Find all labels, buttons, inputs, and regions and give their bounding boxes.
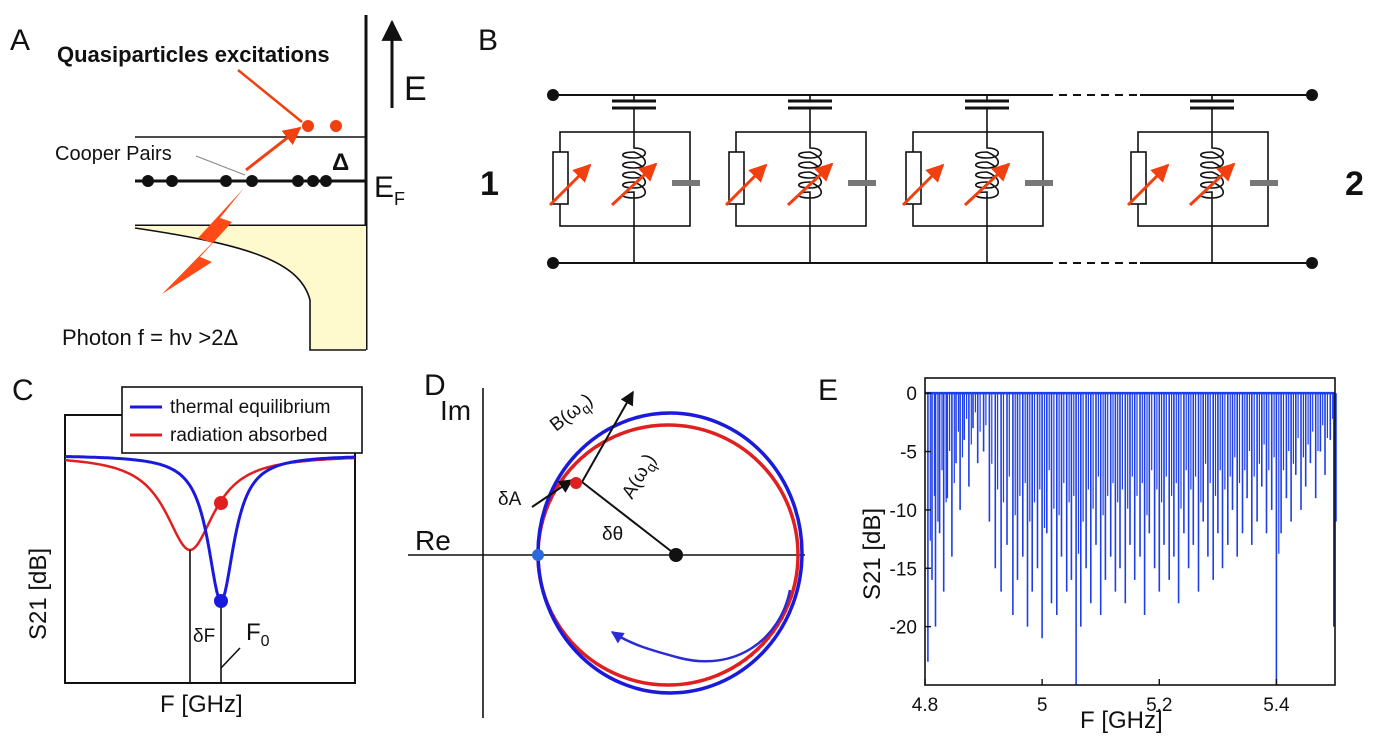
variable-resistor-arrow <box>548 163 592 207</box>
cooper-pairs-label: Cooper Pairs <box>55 143 172 165</box>
terminal-node <box>547 257 559 269</box>
panel-d: D Im Re B(ωq) A(ωq) δA δθ <box>408 369 805 718</box>
frequency-direction-arrow <box>610 589 792 663</box>
terminal-node <box>547 89 559 101</box>
resonator-frame <box>912 131 1044 227</box>
delta-a-pointer <box>531 479 574 508</box>
radiation-phase-point <box>570 477 582 489</box>
delta-theta-label: δθ <box>602 524 623 545</box>
panel-c: C S21 [dB] F [GHz] δF F0 thermal equilib… <box>12 374 363 718</box>
s21-spectrum-chart: 4.8 5 5.2 5.4 0 -5 -10 -15 -20 <box>890 377 1337 716</box>
f0-label: F0 <box>246 619 270 650</box>
y-tick-label: -20 <box>890 618 917 639</box>
quasiparticle-dot <box>302 120 314 132</box>
variable-inductor-arrow <box>1188 162 1236 207</box>
panel-e-ylabel: S21 [dB] <box>859 508 886 600</box>
inductor-coil <box>797 132 823 226</box>
transmission-line-circuit <box>547 89 1318 269</box>
quasiparticle-dot <box>330 120 342 132</box>
re-label: Re <box>415 525 451 556</box>
panel-c-xlabel: F [GHz] <box>160 691 243 718</box>
resonator-frame <box>735 131 867 227</box>
cooper-pairs-pointer <box>195 155 246 176</box>
panel-c-legend: thermal equilibrium radiation absorbed <box>121 386 363 454</box>
resonator-frame <box>1137 131 1269 227</box>
panel-e-axes-frame <box>924 377 1336 686</box>
b-vector <box>581 390 634 483</box>
variable-resistor-arrow <box>901 163 945 207</box>
fermi-label: EF <box>374 171 405 209</box>
equilibrium-phase-point <box>532 549 544 561</box>
quasiparticles-label: Quasiparticles excitations <box>57 42 330 67</box>
variable-resistor-arrow <box>724 163 768 207</box>
terminal-node <box>1306 257 1318 269</box>
port-1-label: 1 <box>480 165 499 203</box>
panel-e: E S21 [dB] F [GHz] 4.8 5 5.2 5.4 0 -5 -10 -15 -2… <box>818 374 1337 734</box>
panel-a-letter: A <box>10 24 30 57</box>
panel-b-letter: B <box>478 24 498 57</box>
legend-box <box>121 386 363 454</box>
im-label: Im <box>440 395 471 426</box>
energy-label: E <box>404 70 427 108</box>
panel-c-ylabel: S21 [dB] <box>25 548 52 640</box>
f0-pointer <box>220 647 241 669</box>
variable-resistor-arrow <box>1126 163 1170 207</box>
legend-label-thermal: thermal equilibrium <box>170 397 331 418</box>
inductor-coil <box>1199 132 1225 226</box>
variable-inductor-arrow <box>786 162 834 207</box>
y-tick-label: 0 <box>906 384 917 405</box>
x-tick-label: 5.2 <box>1146 695 1172 716</box>
x-tick-label: 5.4 <box>1263 695 1290 716</box>
density-of-states-curve <box>134 227 366 351</box>
circle-center-point <box>669 548 683 562</box>
excitation-arrow <box>245 126 302 172</box>
panel-b: B 1 2 <box>478 24 1364 269</box>
y-tick-label: -15 <box>890 559 917 580</box>
legend-label-radiation: radiation absorbed <box>170 425 327 446</box>
panel-d-letter: D <box>424 369 446 402</box>
a-label: A(ωq) <box>618 450 663 504</box>
panel-c-letter: C <box>12 374 34 407</box>
panel-a: A Quasiparticles excitations E Cooper Pa… <box>10 15 427 351</box>
photon-label: Photon f = hν >2Δ <box>62 325 238 350</box>
thermal-equilibrium-curve <box>64 455 355 604</box>
b-label: B(ωq) <box>546 390 599 438</box>
variable-inductor-arrow <box>610 162 658 207</box>
a-vector <box>581 481 677 556</box>
variable-inductor-arrow <box>963 162 1011 207</box>
density-of-states-fill <box>135 226 366 350</box>
delta-a-label: δA <box>498 489 522 510</box>
y-tick-label: -10 <box>890 501 917 522</box>
terminal-node <box>1306 89 1318 101</box>
radiation-point <box>214 496 228 510</box>
quasiparticle-pointer <box>237 69 303 123</box>
inductor-coil <box>621 132 647 226</box>
port-2-label: 2 <box>1345 165 1364 203</box>
panel-e-letter: E <box>818 374 838 407</box>
delta-f-label: δF <box>193 626 215 647</box>
cooper-pairs <box>142 175 332 187</box>
equilibrium-point <box>214 594 228 608</box>
y-tick-label: -5 <box>900 443 917 464</box>
x-tick-label: 5 <box>1037 695 1048 716</box>
x-tick-label: 4.8 <box>912 695 938 716</box>
inductor-coil <box>974 132 1000 226</box>
resonator-frame <box>559 131 691 227</box>
panel-e-xlabel: F [GHz] <box>1080 707 1163 734</box>
delta-label: Δ <box>332 149 349 176</box>
radiation-absorbed-curve <box>64 456 356 552</box>
